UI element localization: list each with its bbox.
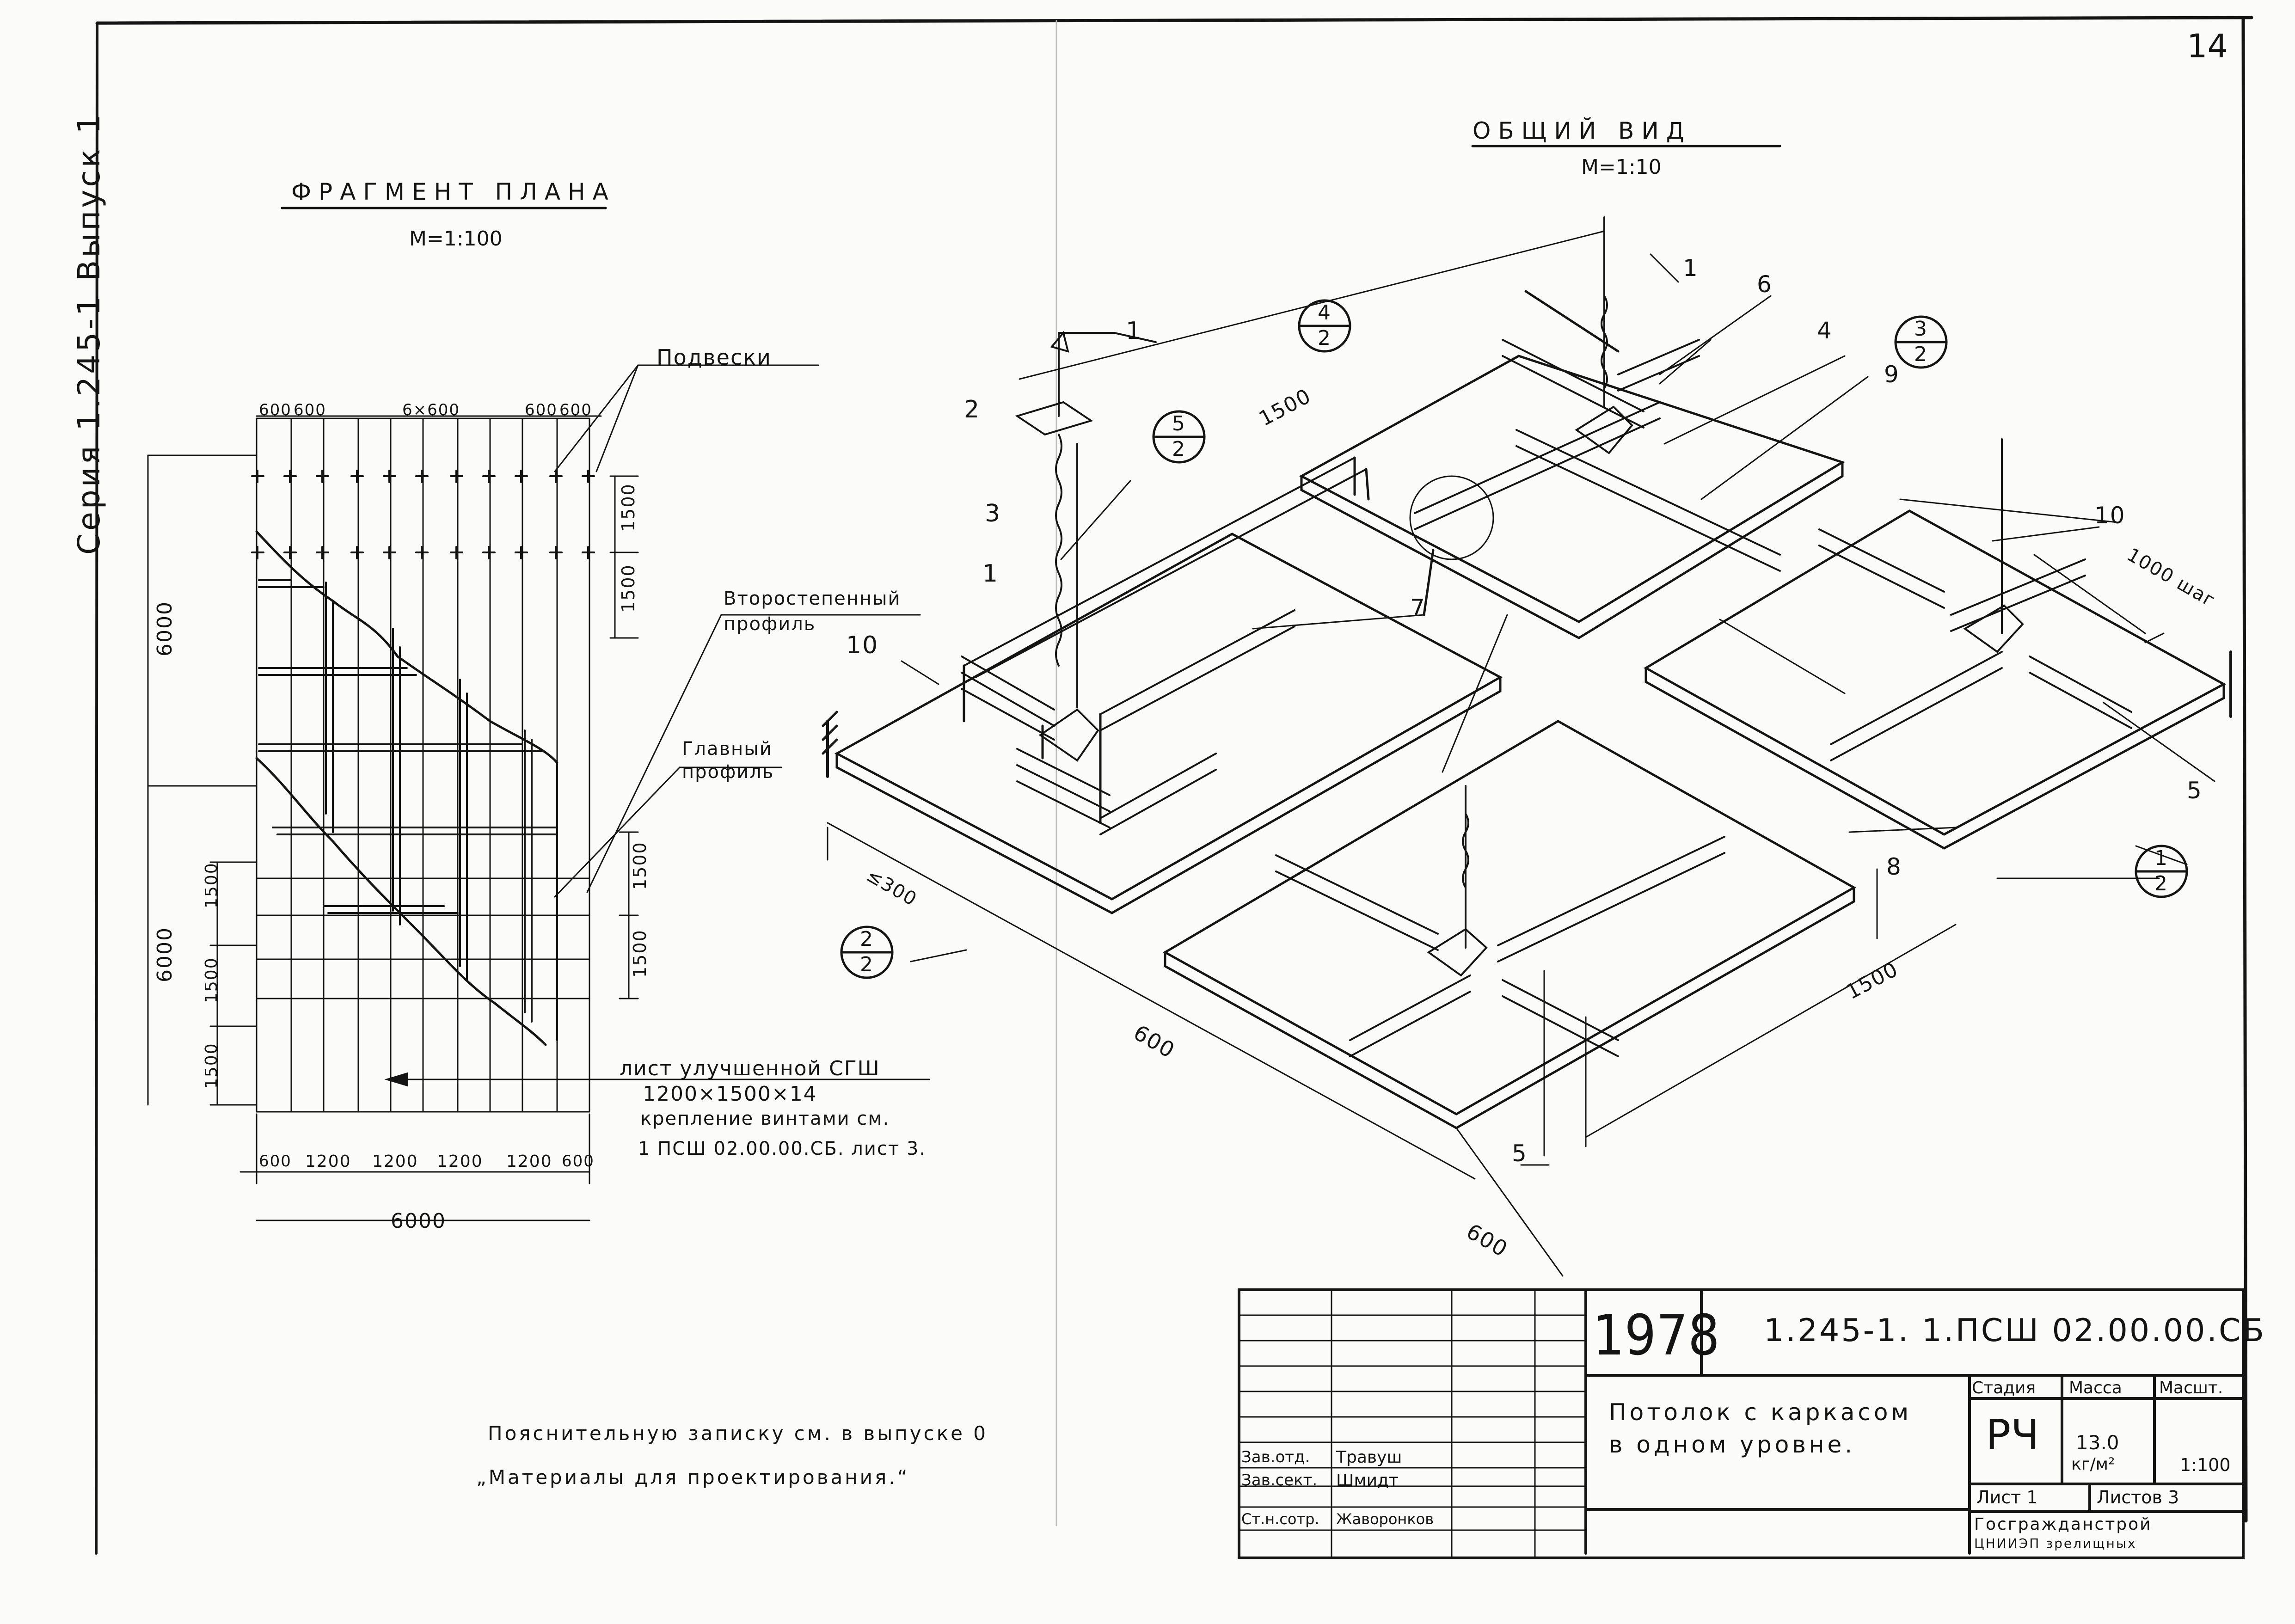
- secondary-profile-label-2: профиль: [724, 613, 816, 635]
- callout-1: 1: [1126, 317, 1142, 345]
- footer-note-2: „Материалы для проектирования.“: [476, 1466, 910, 1489]
- frame-right: [2241, 17, 2248, 1523]
- sheet-note-1: лист улучшенной СГШ: [620, 1057, 880, 1080]
- plan-left-dim-4: 1500: [202, 957, 221, 1003]
- sheet-number: 14: [2187, 27, 2228, 65]
- mass-value: 13.0: [2076, 1431, 2119, 1454]
- title-year: 1978: [1593, 1304, 1720, 1368]
- sheet-note-2: 1200×1500×14: [643, 1082, 817, 1106]
- callout-5: 10: [846, 631, 879, 659]
- plan-right-dim-1: 1500: [618, 483, 638, 532]
- plan-bottom-dim-3: 1200: [372, 1152, 418, 1171]
- section-mark-3-bottom: 2: [1914, 343, 1928, 366]
- main-profile-label-2: профиль: [682, 761, 774, 783]
- title-line-1: Потолок с каркасом: [1609, 1399, 1912, 1426]
- plan-bottom-dim-6: 600: [562, 1152, 595, 1171]
- panel-left: [822, 456, 1503, 914]
- hangers-label: Подвески: [657, 345, 772, 370]
- plan-bottom-dim-4: 1200: [437, 1152, 483, 1171]
- plan-right-dim-4: 1500: [630, 929, 650, 978]
- plan-top-dim-4: 600: [525, 401, 558, 419]
- stage-value: РЧ: [1986, 1411, 2039, 1459]
- callout-2: 2: [964, 396, 981, 423]
- panel-bottom: [1162, 720, 1857, 1129]
- plan-bottom-dim-1: 600: [259, 1152, 292, 1171]
- section-mark-2-top: 4: [1318, 301, 1332, 325]
- section-mark-4-top: 2: [860, 927, 874, 951]
- sheet-note-3: крепление винтами см.: [640, 1108, 890, 1129]
- scale-header: Масшт.: [2159, 1379, 2223, 1397]
- title-block-frame: [1238, 1288, 2245, 1559]
- scale-value: 1:100: [2180, 1455, 2231, 1475]
- section-mark-2-bottom: 2: [1318, 326, 1332, 350]
- staff-name-2: Шмидт: [1336, 1471, 1399, 1490]
- plan-bottom-dim-5: 1200: [506, 1152, 552, 1171]
- staff-role-1: Зав.отд.: [1241, 1448, 1310, 1466]
- callout-7: 6: [1757, 271, 1773, 298]
- footer-note-1: Пояснительную записку см. в выпуске 0: [488, 1422, 988, 1445]
- plan-bottom-dim-2: 1200: [305, 1152, 351, 1171]
- plan-top-dim-2: 600: [294, 401, 326, 419]
- staff-name-3: Жаворонков: [1336, 1510, 1434, 1528]
- secondary-profile-label-1: Второстепенный: [724, 588, 901, 609]
- plan-left-dim-1: 6000: [153, 601, 177, 656]
- section-mark-5-top: 1: [2154, 846, 2168, 870]
- frame-top: [95, 16, 2253, 25]
- stage-header: Стадия: [1972, 1379, 2036, 1397]
- plan-fragment: [147, 364, 930, 1221]
- org-name: Госгражданстрой: [1974, 1515, 2152, 1534]
- callout-3: 3: [985, 500, 1001, 527]
- plan-scale: М=1:100: [409, 227, 503, 251]
- plan-top-dim-5: 600: [559, 401, 592, 419]
- sheet-value: Лист 1: [1976, 1487, 2038, 1508]
- callout-12: 5: [2187, 777, 2203, 804]
- mass-unit: кг/м²: [2071, 1455, 2115, 1474]
- callout-14: 5: [1512, 1140, 1528, 1167]
- callout-9: 9: [1884, 361, 1900, 388]
- staff-role-2: Зав.сект.: [1241, 1471, 1318, 1489]
- plan-right-dim-2: 1500: [618, 564, 638, 613]
- plan-left-dim-5: 1500: [202, 1042, 221, 1089]
- section-mark-1-bottom: 2: [1172, 437, 1186, 461]
- callout-10: 7: [1410, 594, 1426, 621]
- org-sub: ЦНИИЭП зрелищных: [1974, 1536, 2137, 1551]
- series-label: Серия 1.245-1 Выпуск 1: [71, 111, 107, 555]
- section-mark-4-bottom: 2: [860, 953, 874, 976]
- plan-right-dim-3: 1500: [630, 841, 650, 890]
- frame-left: [95, 22, 98, 1555]
- title-line-2: в одном уровне.: [1609, 1431, 1856, 1458]
- plan-heading: ФРАГМЕНТ ПЛАНА: [291, 178, 616, 205]
- mass-header: Масса: [2069, 1379, 2122, 1397]
- plan-left-dim-3: 1500: [202, 862, 221, 908]
- section-marks: [840, 299, 2188, 979]
- plan-bottom-total: 6000: [391, 1209, 446, 1233]
- callout-4: 1: [982, 560, 999, 588]
- panel-top: [1299, 216, 1845, 639]
- view-scale: М=1:10: [1581, 155, 1662, 179]
- plan-left-dim-2: 6000: [153, 927, 177, 982]
- sheets-value: Листов 3: [2097, 1487, 2179, 1508]
- section-mark-5-bottom: 2: [2154, 872, 2168, 895]
- view-heading: ОБЩИЙ ВИД: [1473, 117, 1692, 144]
- panel-right: [1643, 438, 2232, 850]
- plan-top-dim-3: 6×600: [402, 401, 460, 419]
- main-profile-label-1: Главный: [682, 738, 773, 760]
- callout-8: 4: [1817, 317, 1833, 344]
- isometric-view: [822, 216, 2232, 1277]
- callout-6: 1: [1683, 255, 1699, 282]
- section-mark-1-top: 5: [1172, 412, 1186, 435]
- callout-13: 8: [1886, 853, 1902, 880]
- section-mark-3-top: 3: [1914, 317, 1928, 341]
- title-code: 1.245-1. 1.ПСШ 02.00.00.СБ: [1764, 1312, 2266, 1349]
- sheet-note-4: 1 ПСШ 02.00.00.СБ. лист 3.: [638, 1138, 927, 1159]
- callout-11: 10: [2094, 502, 2126, 529]
- detail-circle: [1409, 475, 1494, 560]
- hanger-left: [1015, 331, 1157, 708]
- staff-name-1: Травуш: [1336, 1448, 1402, 1467]
- plan-top-dim-1: 600: [259, 401, 292, 419]
- staff-role-3: Ст.н.сотр.: [1241, 1510, 1319, 1528]
